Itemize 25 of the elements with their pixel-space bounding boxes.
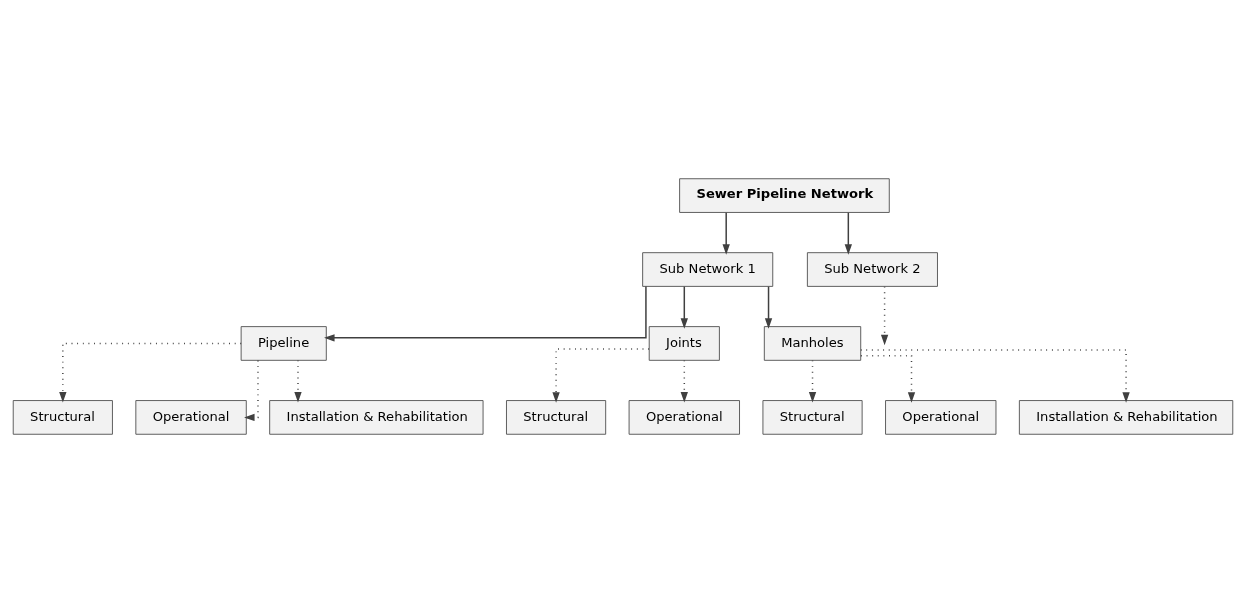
node-box: Joints [648,325,720,361]
arrow [764,285,773,329]
arrow [860,354,916,403]
node-box: Structural [506,399,607,435]
node-box: Installation & Rehabilitation [269,399,484,435]
arrow [880,285,889,345]
node-box: Sub Network 1 [642,251,774,287]
arrow [552,347,650,403]
arrow [844,211,852,255]
node-box: Sub Network 2 [806,251,938,287]
arrow [324,285,647,342]
arrow [860,348,1130,403]
node-box: Pipeline [240,325,327,361]
arrow [244,359,259,421]
node-box: Installation & Rehabilitation [1018,399,1234,435]
arrow [59,342,242,403]
node-box: Structural [12,399,113,435]
node-box: Operational [628,399,740,435]
node-box: Structural [762,399,863,435]
node-box: Manholes [763,325,862,361]
node-box: Sewer Pipeline Network [679,177,890,213]
arrow [680,285,688,329]
node-box: Operational [885,399,997,435]
arrow [722,211,730,255]
node-box: Operational [135,399,247,435]
